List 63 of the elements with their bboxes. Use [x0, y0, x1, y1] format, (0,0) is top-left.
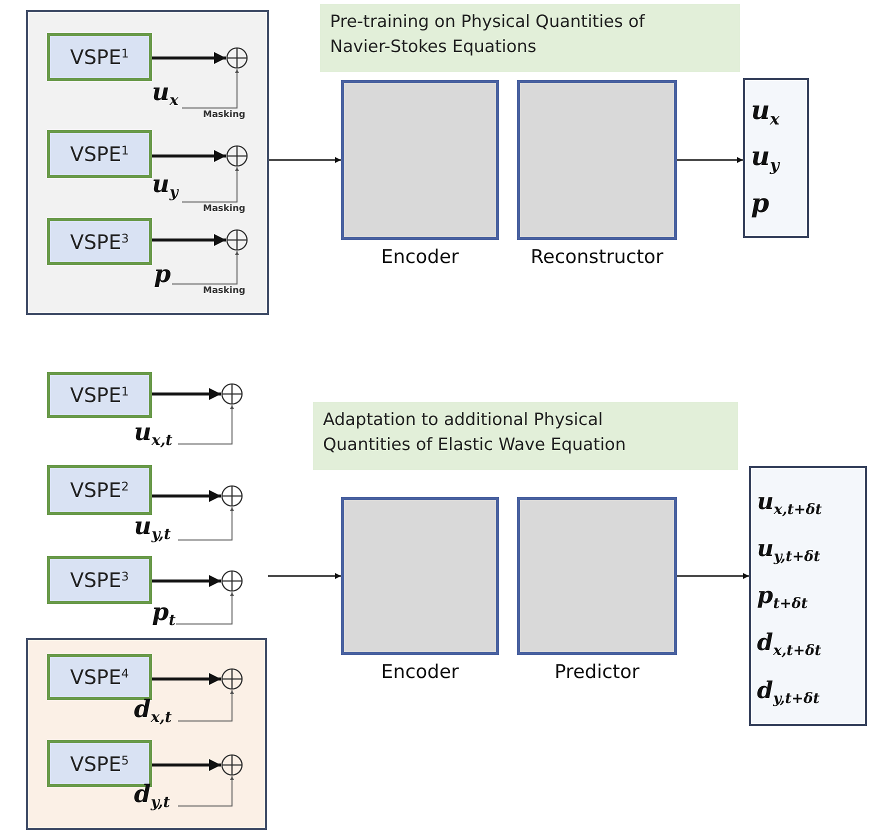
arrow [677, 573, 749, 579]
output-variable: d$_{x,t+δt}$ [757, 629, 822, 658]
arrow [152, 52, 226, 64]
arrow [172, 250, 239, 284]
group-panel [26, 10, 269, 315]
variable-label: p [154, 262, 172, 288]
output-box [749, 466, 867, 726]
section-title: Adaptation to additional Physical Quantities of Elastic Wave Equation [313, 402, 738, 470]
block-label: Predictor [554, 661, 640, 683]
arrow [152, 575, 221, 587]
sum-junction [226, 47, 248, 69]
arrow [178, 506, 234, 540]
output-variable: d$_{y,t+δt}$ [757, 676, 821, 704]
encoding-box: VSPE$^{1}$ [47, 372, 152, 418]
arrow [182, 68, 239, 108]
output-variable: u$_{y}$ [751, 142, 782, 174]
arrow [152, 388, 221, 400]
arrow [178, 690, 234, 722]
arrow [268, 573, 341, 579]
sum-junction [226, 145, 248, 167]
encoding-box: VSPE$^{3}$ [47, 218, 152, 265]
arrow [178, 776, 234, 806]
variable-label: u$_{x}$ [152, 80, 182, 112]
output-variable: p$_{t+δt}$ [757, 582, 809, 610]
arrow [152, 234, 226, 246]
sum-junction [221, 754, 243, 776]
encoding-box: VSPE$^{4}$ [47, 654, 152, 700]
sum-junction [221, 383, 243, 405]
sum-junction [221, 668, 243, 690]
encoding-box: VSPE$^{3}$ [47, 556, 152, 604]
output-variable: u$_{x,t+δt}$ [757, 488, 823, 516]
output-variable: u$_{x}$ [751, 96, 781, 127]
sum-junction [226, 229, 248, 251]
arrow [269, 157, 341, 163]
arrow [152, 150, 226, 162]
arrow [152, 490, 221, 502]
variable-label: p$_{t}$ [152, 600, 176, 628]
sum-junction [221, 485, 243, 507]
section-title: Pre-training on Physical Quantities of Navier-Stokes Equations [320, 4, 740, 72]
variable-label: u$_{y,t}$ [134, 514, 178, 544]
arrow [182, 166, 239, 202]
arrow [152, 673, 221, 685]
sum-junction [221, 570, 243, 592]
arrow [152, 759, 221, 771]
arrow [176, 592, 234, 624]
variable-label: d$_{x,t}$ [134, 697, 178, 725]
output-variable: u$_{y,t+δt}$ [757, 534, 822, 563]
encoding-box: VSPE$^{1}$ [47, 130, 152, 178]
group-panel [26, 638, 267, 830]
block-label: Encoder [380, 246, 460, 268]
block-label: Encoder [380, 661, 460, 683]
encoding-box: VSPE$^{2}$ [47, 465, 152, 515]
edge-label: Masking [203, 110, 246, 120]
arrow [178, 404, 234, 444]
variable-label: u$_{y}$ [152, 172, 182, 206]
output-box [743, 78, 809, 238]
variable-label: u$_{x,t}$ [134, 420, 178, 448]
arrow [677, 157, 743, 163]
edge-label: Masking [203, 286, 246, 296]
edge-label: Masking [203, 204, 246, 214]
output-variable: p [751, 189, 770, 220]
encoding-box: VSPE$^{1}$ [47, 33, 152, 81]
block-label: Reconstructor [530, 246, 664, 268]
